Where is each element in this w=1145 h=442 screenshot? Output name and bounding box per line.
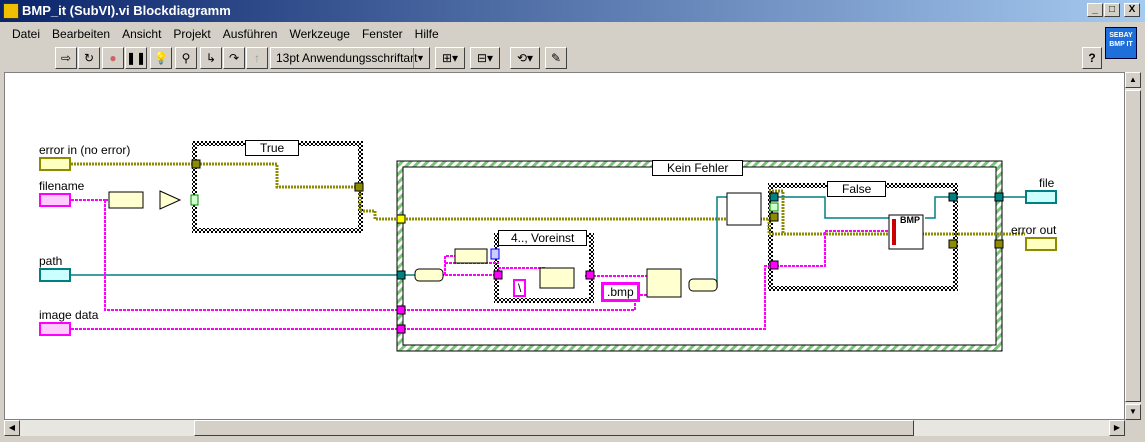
error-out-terminal[interactable] — [1025, 237, 1057, 251]
case-structure-false — [768, 183, 958, 291]
string-length-node — [108, 191, 144, 209]
menu-ausfuehren[interactable]: Ausführen — [222, 27, 278, 41]
extension-constant[interactable]: .bmp — [601, 282, 640, 302]
minimize-button[interactable]: _ — [1087, 3, 1103, 17]
pause-icon[interactable]: ❚❚ — [125, 47, 147, 69]
menu-projekt[interactable]: Projekt — [173, 27, 211, 41]
menu-hilfe[interactable]: Hilfe — [414, 27, 439, 41]
scroll-left-icon[interactable]: ◀ — [4, 420, 20, 436]
error-in-label: error in (no error) — [39, 143, 131, 157]
path-terminal[interactable] — [39, 268, 71, 282]
string-length-node-2 — [454, 248, 488, 264]
concatenate-strings-node — [646, 268, 682, 298]
tunnels — [191, 159, 1004, 334]
help-button[interactable]: ? — [1082, 47, 1102, 69]
image-data-label: image data — [39, 308, 99, 322]
error-out-label: error out — [1011, 223, 1057, 237]
step-out-icon[interactable]: ↑ — [246, 47, 268, 69]
case-selector-kein-fehler[interactable]: Kein Fehler — [652, 160, 744, 176]
step-over-icon[interactable]: ↷ — [223, 47, 245, 69]
concatenate-node — [539, 267, 575, 289]
path-to-string-node — [414, 268, 444, 282]
window-title: BMP_it (SubVI).vi Blockdiagramm — [22, 3, 231, 18]
vertical-scroll-thumb[interactable] — [1125, 90, 1141, 402]
labview-app-icon — [3, 3, 19, 19]
font-label: 13pt Anwendungsschriftart — [276, 51, 418, 65]
maximize-button[interactable]: □ — [1104, 3, 1120, 17]
bmp-node-label: BMP — [900, 215, 920, 225]
block-diagram-canvas[interactable]: True Kein Fehler 4.., Voreinst False \ .… — [4, 72, 1125, 420]
retain-wire-values-icon[interactable]: ⚲ — [175, 47, 197, 69]
path-label: path — [39, 254, 63, 268]
image-data-terminal[interactable] — [39, 322, 71, 336]
greater-than-zero-node — [159, 190, 182, 210]
filename-label: filename — [39, 179, 85, 193]
menu-ansicht[interactable]: Ansicht — [122, 27, 162, 41]
close-button[interactable]: X — [1124, 3, 1140, 17]
distribute-objects-icon[interactable]: ⊟▾ — [470, 47, 500, 69]
scroll-right-icon[interactable]: ▶ — [1109, 420, 1125, 436]
abort-icon[interactable]: ● — [102, 47, 124, 69]
case-selector-voreinst[interactable]: 4.., Voreinst — [498, 230, 588, 246]
case-selector-false[interactable]: False — [827, 181, 887, 197]
title-bar: BMP_it (SubVI).vi Blockdiagramm _ □ X — [0, 0, 1145, 22]
vi-icon: SEBAY BMP IT — [1105, 27, 1137, 59]
horizontal-scrollbar[interactable]: ◀ ▶ — [4, 420, 1125, 436]
case-selector-true[interactable]: True — [245, 140, 300, 156]
step-into-icon[interactable]: ↳ — [200, 47, 222, 69]
align-objects-icon[interactable]: ⊞▾ — [435, 47, 465, 69]
vertical-scrollbar[interactable]: ▲ ▼ — [1125, 72, 1141, 420]
clean-up-diagram-icon[interactable]: ✎ — [545, 47, 567, 69]
selector-terminal-2 — [490, 248, 500, 260]
file-terminal[interactable] — [1025, 190, 1057, 204]
filename-terminal[interactable] — [39, 193, 71, 207]
highlight-execution-icon[interactable]: 💡 — [150, 47, 172, 69]
diagram-svg — [71, 141, 1025, 352]
selector-terminal — [190, 194, 199, 206]
string-to-path-node — [688, 278, 718, 292]
nodes — [108, 190, 924, 298]
menu-werkzeuge[interactable]: Werkzeuge — [289, 27, 350, 41]
separator-constant[interactable]: \ — [513, 279, 527, 297]
file-dialog-node — [726, 192, 762, 226]
file-label: file — [1039, 176, 1055, 190]
error-wires — [71, 162, 1025, 236]
font-dropdown[interactable]: 13pt Anwendungsschriftart▼ — [270, 47, 430, 69]
error-in-terminal[interactable] — [39, 157, 71, 171]
menu-datei[interactable]: Datei — [12, 27, 41, 41]
scroll-up-icon[interactable]: ▲ — [1125, 72, 1141, 88]
scroll-down-icon[interactable]: ▼ — [1125, 404, 1141, 420]
run-arrow-icon[interactable]: ⇨ — [55, 47, 77, 69]
menu-bearbeiten[interactable]: Bearbeiten — [52, 27, 111, 41]
run-continuously-icon[interactable]: ↻ — [78, 47, 100, 69]
toolbar: ⇨ ↻ ● ❚❚ 💡 ⚲ ↳ ↷ ↑ 13pt Anwendungsschrif… — [0, 45, 1100, 71]
reorder-icon[interactable]: ⟲▾ — [510, 47, 540, 69]
horizontal-scroll-thumb[interactable] — [194, 420, 914, 436]
menu-fenster[interactable]: Fenster — [361, 27, 403, 41]
menu-bar: Datei Bearbeiten Ansicht Projekt Ausführ… — [0, 24, 1100, 44]
chevron-down-icon: ▼ — [413, 48, 427, 68]
